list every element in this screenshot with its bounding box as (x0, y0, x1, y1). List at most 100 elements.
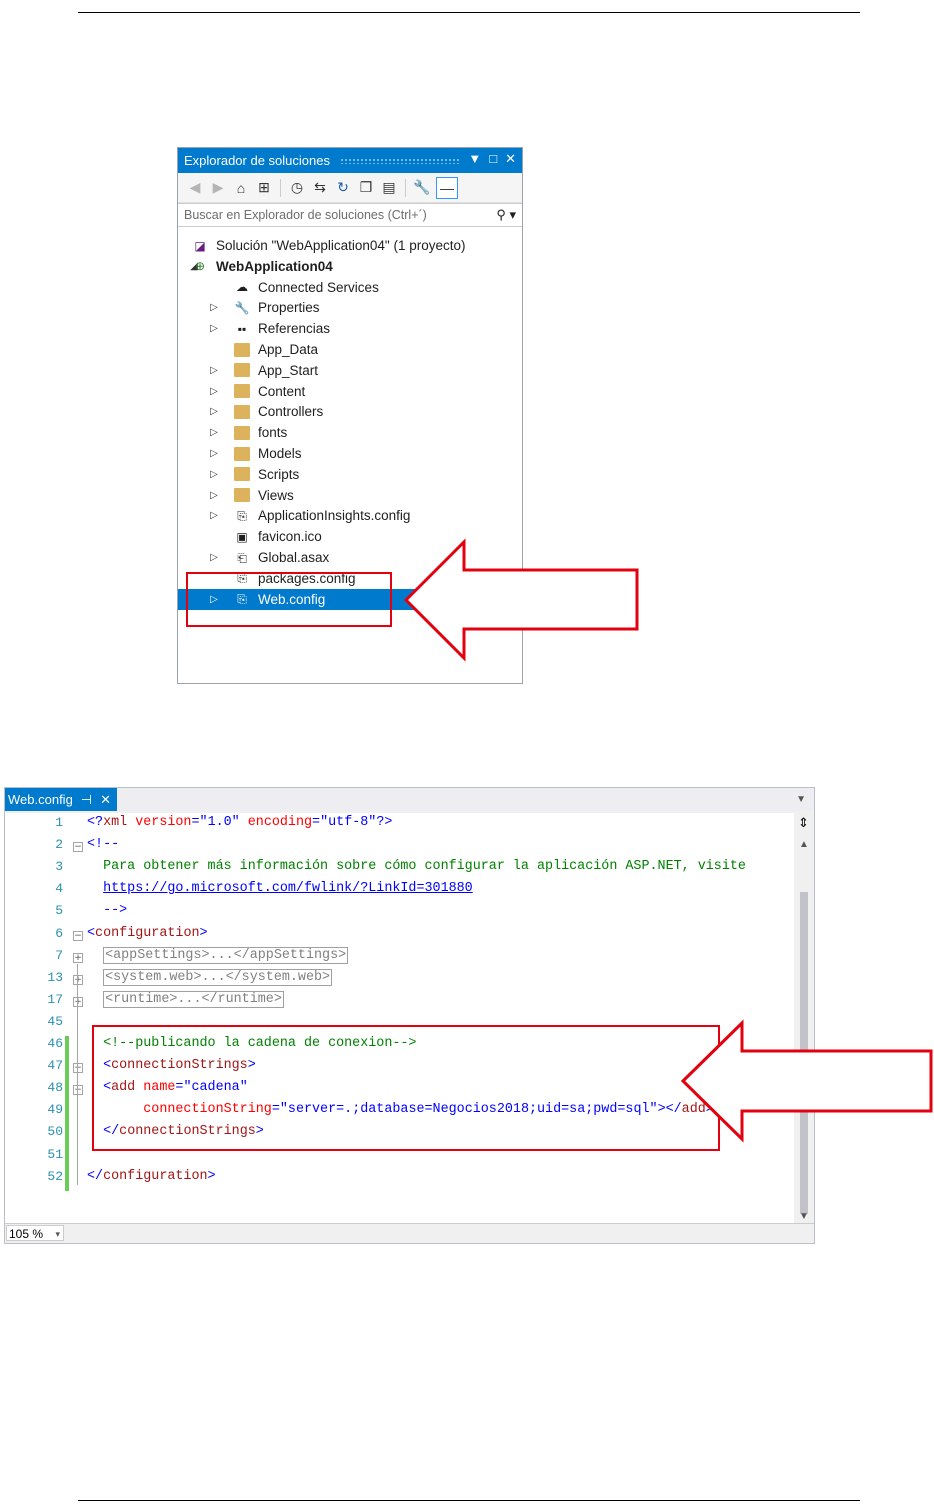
code-line: connectionString="server=.;database=Nego… (87, 1102, 714, 1117)
tree-item[interactable]: ▷ App_Start (178, 360, 518, 381)
home-icon[interactable]: ⌂ (236, 179, 246, 196)
expand-region-icon[interactable]: + (73, 996, 83, 1007)
code-link[interactable]: https://go.microsoft.com/fwlink/?LinkId=… (103, 881, 473, 897)
collapsed-arrow-icon[interactable]: ▷ (210, 448, 218, 459)
code-token: name (135, 1080, 176, 1096)
properties-wrench-icon[interactable]: 🔧 (413, 179, 431, 195)
close-icon[interactable]: ✕ (505, 151, 516, 166)
collapsed-region[interactable]: <appSettings>...</appSettings> (103, 946, 349, 964)
code-token: > (199, 925, 208, 941)
tree-item[interactable]: ▷fonts (178, 422, 518, 443)
code-token: configuration (95, 925, 200, 941)
collapsed-arrow-icon[interactable]: ▷ (210, 593, 218, 605)
collapsed-arrow-icon[interactable]: ▷ (210, 302, 218, 314)
solution-explorer-titlebar[interactable]: Explorador de soluciones ▼ □ ✕ (178, 148, 522, 173)
pin-icon[interactable]: ⊣ (80, 791, 93, 807)
tree-item[interactable]: ▷🔧Properties (178, 297, 518, 318)
tree-item[interactable]: ▷⎗Global.asax (178, 547, 518, 568)
refresh-icon[interactable]: ↻ (337, 179, 349, 195)
folder-icon (234, 404, 250, 419)
collapsed-arrow-icon[interactable]: ▷ (210, 406, 218, 418)
code-token: xml (103, 815, 128, 830)
folder-icon (234, 425, 250, 440)
tree-item[interactable]: ◢⊕WebApplication04 (178, 256, 518, 277)
tree-item[interactable]: ▷ Controllers (178, 401, 518, 422)
editor-text-area[interactable]: 1<?xml version="1.0" encoding="utf-8"?>2… (5, 813, 794, 1224)
code-token: connectionString (87, 1102, 272, 1118)
tree-item[interactable]: ◪Solución "WebApplication04" (1 proyecto… (178, 235, 518, 256)
preview-selected-icon[interactable]: — (436, 176, 458, 199)
solution-explorer-toolbar: ◀ ▶ ⌂ ⊞ ◷ ⇆ ↻ ❐ ▤ 🔧 — (178, 173, 522, 203)
forward-icon[interactable]: ▶ (212, 179, 224, 195)
tree-item-label: packages.config (258, 570, 356, 586)
show-all-files-icon[interactable]: ▤ (382, 179, 396, 195)
line-number: 52 (47, 1168, 63, 1184)
collapse-region-icon[interactable]: − (73, 930, 83, 941)
scroll-down-icon[interactable]: ▼ (799, 1211, 809, 1222)
collapse-all-icon[interactable]: ❐ (359, 179, 373, 195)
code-line: <add name="cadena" (87, 1080, 248, 1095)
collapsed-arrow-icon[interactable]: ▷ (210, 489, 218, 501)
collapse-region-icon[interactable]: − (73, 1063, 83, 1074)
expand-region-icon[interactable]: + (73, 974, 83, 985)
code-token: "cadena" (183, 1080, 248, 1096)
collapsed-arrow-icon[interactable]: ▷ (210, 385, 218, 397)
collapse-region-icon[interactable]: − (73, 842, 83, 853)
search-icon[interactable]: ⚲ ▾ (496, 207, 516, 222)
collapsed-arrow-icon[interactable]: ▷ (210, 427, 218, 439)
dropdown-icon[interactable]: ▼ (468, 151, 482, 166)
expand-region-icon[interactable]: + (73, 952, 83, 963)
tree-item[interactable]: ▷▪▪Referencias (178, 318, 518, 339)
tree-item[interactable]: ▷Scripts (178, 464, 518, 485)
line-number: 4 (55, 881, 63, 897)
scroll-up-icon[interactable]: ▲ (799, 839, 809, 850)
code-token: > (247, 1058, 256, 1074)
tree-item[interactable]: ☁Connected Services (178, 277, 518, 298)
tree-item-label: App_Start (258, 362, 319, 378)
tree-item[interactable]: ▷⎘ApplicationInsights.config (178, 505, 518, 526)
line-number: 2 (55, 837, 63, 853)
code-token: encoding (239, 815, 313, 830)
tree-item[interactable]: ⎘packages.config (178, 568, 518, 589)
collapsed-arrow-icon[interactable]: ▷ (210, 323, 218, 335)
sync-icon[interactable]: ⇆ (314, 179, 326, 195)
collapsed-arrow-icon[interactable]: ▷ (210, 510, 218, 522)
tab-close-icon[interactable]: ✕ (100, 791, 112, 807)
zoom-select[interactable]: 105 % ▾ (6, 1225, 64, 1241)
bottom-rule (78, 1500, 860, 1501)
collapsed-arrow-icon[interactable]: ▷ (210, 364, 218, 376)
code-line: <!--publicando la cadena de conexion--> (87, 1036, 416, 1051)
solution-explorer-search[interactable]: Buscar en Explorador de soluciones (Ctrl… (178, 203, 522, 227)
vertical-scrollbar[interactable]: ⇕ ▲ ▼ (794, 813, 814, 1224)
zoom-dropdown-icon[interactable]: ▾ (55, 1229, 60, 1239)
tree-item[interactable]: ▷Content (178, 381, 518, 402)
tree-item-label: Properties (258, 300, 320, 316)
tree-item[interactable]: ▷ Models (178, 443, 518, 464)
collapsed-region[interactable]: <system.web>...</system.web> (103, 968, 333, 986)
pending-changes-filter-icon[interactable]: ◷ (290, 179, 304, 195)
zoom-level: 105 % (9, 1227, 44, 1241)
tree-item-label: Models (258, 446, 302, 461)
code-token (87, 881, 103, 896)
tree-item[interactable]: ▣favicon.ico (178, 526, 518, 547)
expanded-arrow-icon[interactable]: ◢ (190, 260, 198, 272)
tree-item-label: Controllers (258, 404, 324, 420)
toolbar-separator (405, 178, 406, 197)
tree-item[interactable]: ▷Views (178, 485, 518, 506)
tab-web-config[interactable]: Web.config ⊣ ✕ (5, 788, 118, 811)
collapsed-region[interactable]: <runtime>...</runtime> (103, 990, 284, 1008)
back-icon[interactable]: ◀ (189, 179, 201, 195)
solution-explorer-panel: Explorador de soluciones ▼ □ ✕ ◀ ▶ ⌂ ⊞ ◷… (177, 147, 523, 684)
collapse-region-icon[interactable]: − (73, 1085, 83, 1096)
tree-item[interactable]: App_Data (178, 339, 518, 360)
split-icon[interactable]: ⇕ (798, 815, 809, 830)
collapsed-arrow-icon[interactable]: ▷ (210, 552, 218, 563)
solution-explorer-title: Explorador de soluciones (184, 153, 330, 168)
maximize-icon[interactable]: □ (489, 151, 498, 166)
code-line: <system.web>...</system.web> (87, 968, 333, 986)
tab-list-dropdown-icon[interactable]: ▼ (796, 794, 806, 805)
code-token: configuration (103, 1168, 208, 1184)
code-token: > (255, 1124, 264, 1140)
collapsed-arrow-icon[interactable]: ▷ (210, 468, 218, 480)
switch-views-icon[interactable]: ⊞ (258, 179, 270, 195)
